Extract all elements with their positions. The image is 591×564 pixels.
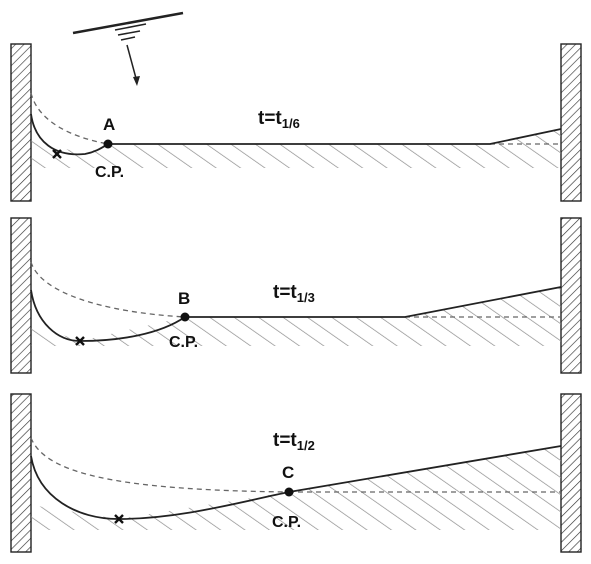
cp-label: C.P. [95, 164, 124, 181]
liquid-profile [30, 445, 562, 520]
cross-icon [52, 149, 62, 159]
point-label: B [178, 289, 190, 308]
contact-point-marker [103, 139, 113, 149]
cross-icon [75, 336, 85, 346]
panel-2: B C.P. t=t1/3 [10, 217, 582, 374]
cp-label: C.P. [169, 334, 198, 351]
point-label: C [282, 463, 294, 482]
right-wall [560, 43, 582, 202]
time-label: t=t1/2 [273, 430, 315, 453]
left-wall [10, 43, 32, 202]
dashed-reference-profile [30, 261, 186, 318]
liquid-profile [30, 286, 562, 342]
substrate-hatch [31, 129, 561, 168]
left-wall [10, 217, 32, 374]
cross-icon [114, 514, 124, 524]
dashed-reference-profile [30, 437, 290, 493]
left-wall [10, 393, 32, 553]
panel-3: C C.P. t=t1/2 [10, 393, 582, 553]
time-label: t=t1/6 [258, 108, 300, 131]
sun-ray-icon [72, 11, 184, 86]
substrate-hatch [31, 287, 561, 346]
point-label: A [103, 115, 115, 134]
contact-point-marker [284, 487, 294, 497]
contact-point-marker [180, 312, 190, 322]
panel-1: A C.P. t=t1/6 [10, 43, 582, 202]
right-wall [560, 217, 582, 374]
time-label: t=t1/3 [273, 282, 315, 305]
right-wall [560, 393, 582, 553]
substrate-hatch [31, 446, 561, 530]
dashed-reference-profile [30, 92, 109, 145]
cp-label: C.P. [272, 514, 301, 531]
